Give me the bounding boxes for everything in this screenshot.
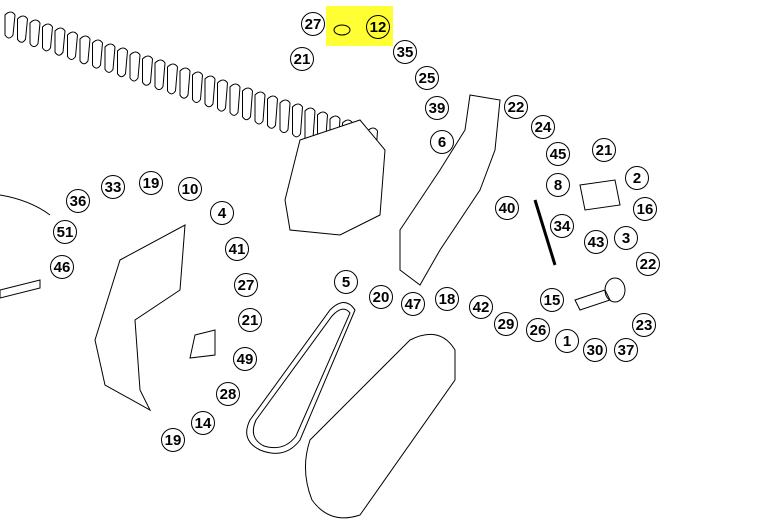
rake-tine [29,19,41,48]
callout-part-21[interactable]: 21 [238,308,262,332]
rake-tine [229,83,241,116]
part-12-cap [333,24,351,36]
bracket-49 [189,329,216,359]
rake-tine [167,63,179,95]
callout-part-25[interactable]: 25 [415,66,439,90]
callout-part-49[interactable]: 49 [233,347,257,371]
callout-part-22[interactable]: 22 [504,95,528,119]
rake-tine [254,91,266,125]
belt-cover-47 [305,333,456,519]
callout-part-6[interactable]: 6 [430,130,454,154]
callout-part-30[interactable]: 30 [583,338,607,362]
rake-tine [279,99,291,134]
rake-tine [267,95,279,129]
callout-part-20[interactable]: 20 [369,285,393,309]
rake-tine [79,35,91,65]
rake-tine [217,79,229,112]
callout-part-36[interactable]: 36 [66,189,90,213]
callout-part-23[interactable]: 23 [632,313,656,337]
callout-part-4[interactable]: 4 [210,201,234,225]
callout-part-1[interactable]: 1 [555,329,579,353]
callout-part-27[interactable]: 27 [301,12,325,36]
callout-part-42[interactable]: 42 [469,295,493,319]
main-bracket [284,119,386,236]
rake-tine [292,103,304,138]
callout-part-27[interactable]: 27 [234,273,258,297]
callout-part-39[interactable]: 39 [425,96,449,120]
rake-tine [104,43,116,73]
rake-tine [92,39,104,69]
callout-part-21[interactable]: 21 [290,47,314,71]
bracket-36 [0,194,51,216]
callout-part-12[interactable]: 12 [366,15,390,39]
callout-part-3[interactable]: 3 [614,226,638,250]
callout-part-47[interactable]: 47 [401,292,425,316]
side-plate-6 [399,94,501,286]
rake-tine [204,75,216,108]
callout-part-19[interactable]: 19 [139,171,163,195]
callout-part-28[interactable]: 28 [216,382,240,406]
callout-part-22[interactable]: 22 [636,252,660,276]
belt-14 [246,302,356,454]
flange-2 [579,179,621,211]
callout-part-24[interactable]: 24 [531,115,555,139]
callout-part-26[interactable]: 26 [526,318,550,342]
callout-part-21[interactable]: 21 [592,138,616,162]
rake-tine [67,31,79,60]
callout-part-5[interactable]: 5 [334,270,358,294]
rake-tine [17,15,29,43]
callout-part-43[interactable]: 43 [584,230,608,254]
arm-1 [574,289,611,311]
callout-part-33[interactable]: 33 [101,175,125,199]
rake-tine [142,55,154,86]
rake-tine [129,51,141,82]
callout-part-18[interactable]: 18 [435,287,459,311]
rake-tine [154,59,166,91]
callout-part-2[interactable]: 2 [625,166,649,190]
callout-part-34[interactable]: 34 [550,214,574,238]
bracket-46 [0,279,41,299]
callout-part-46[interactable]: 46 [50,255,74,279]
rake-tine [4,11,16,39]
rake-tine [117,47,129,78]
sprocket-3 [604,277,626,303]
spring-8 [533,199,557,266]
callout-part-8[interactable]: 8 [546,173,570,197]
callout-part-35[interactable]: 35 [393,40,417,64]
callout-part-15[interactable]: 15 [540,288,564,312]
callout-part-29[interactable]: 29 [494,312,518,336]
callout-part-10[interactable]: 10 [178,177,202,201]
callout-part-51[interactable]: 51 [53,220,77,244]
belt-14-inner [252,308,351,449]
rake-tine [179,67,191,99]
rake-tine [192,71,204,103]
shield-10 [94,224,186,412]
callout-part-14[interactable]: 14 [191,411,215,435]
rake-tine [42,23,54,52]
callout-part-41[interactable]: 41 [225,237,249,261]
callout-part-16[interactable]: 16 [633,197,657,221]
callout-part-45[interactable]: 45 [546,142,570,166]
callout-part-19[interactable]: 19 [161,428,185,452]
callout-part-40[interactable]: 40 [495,196,519,220]
rake-tine [54,27,66,56]
rake-tine [242,87,254,121]
callout-part-37[interactable]: 37 [614,338,638,362]
